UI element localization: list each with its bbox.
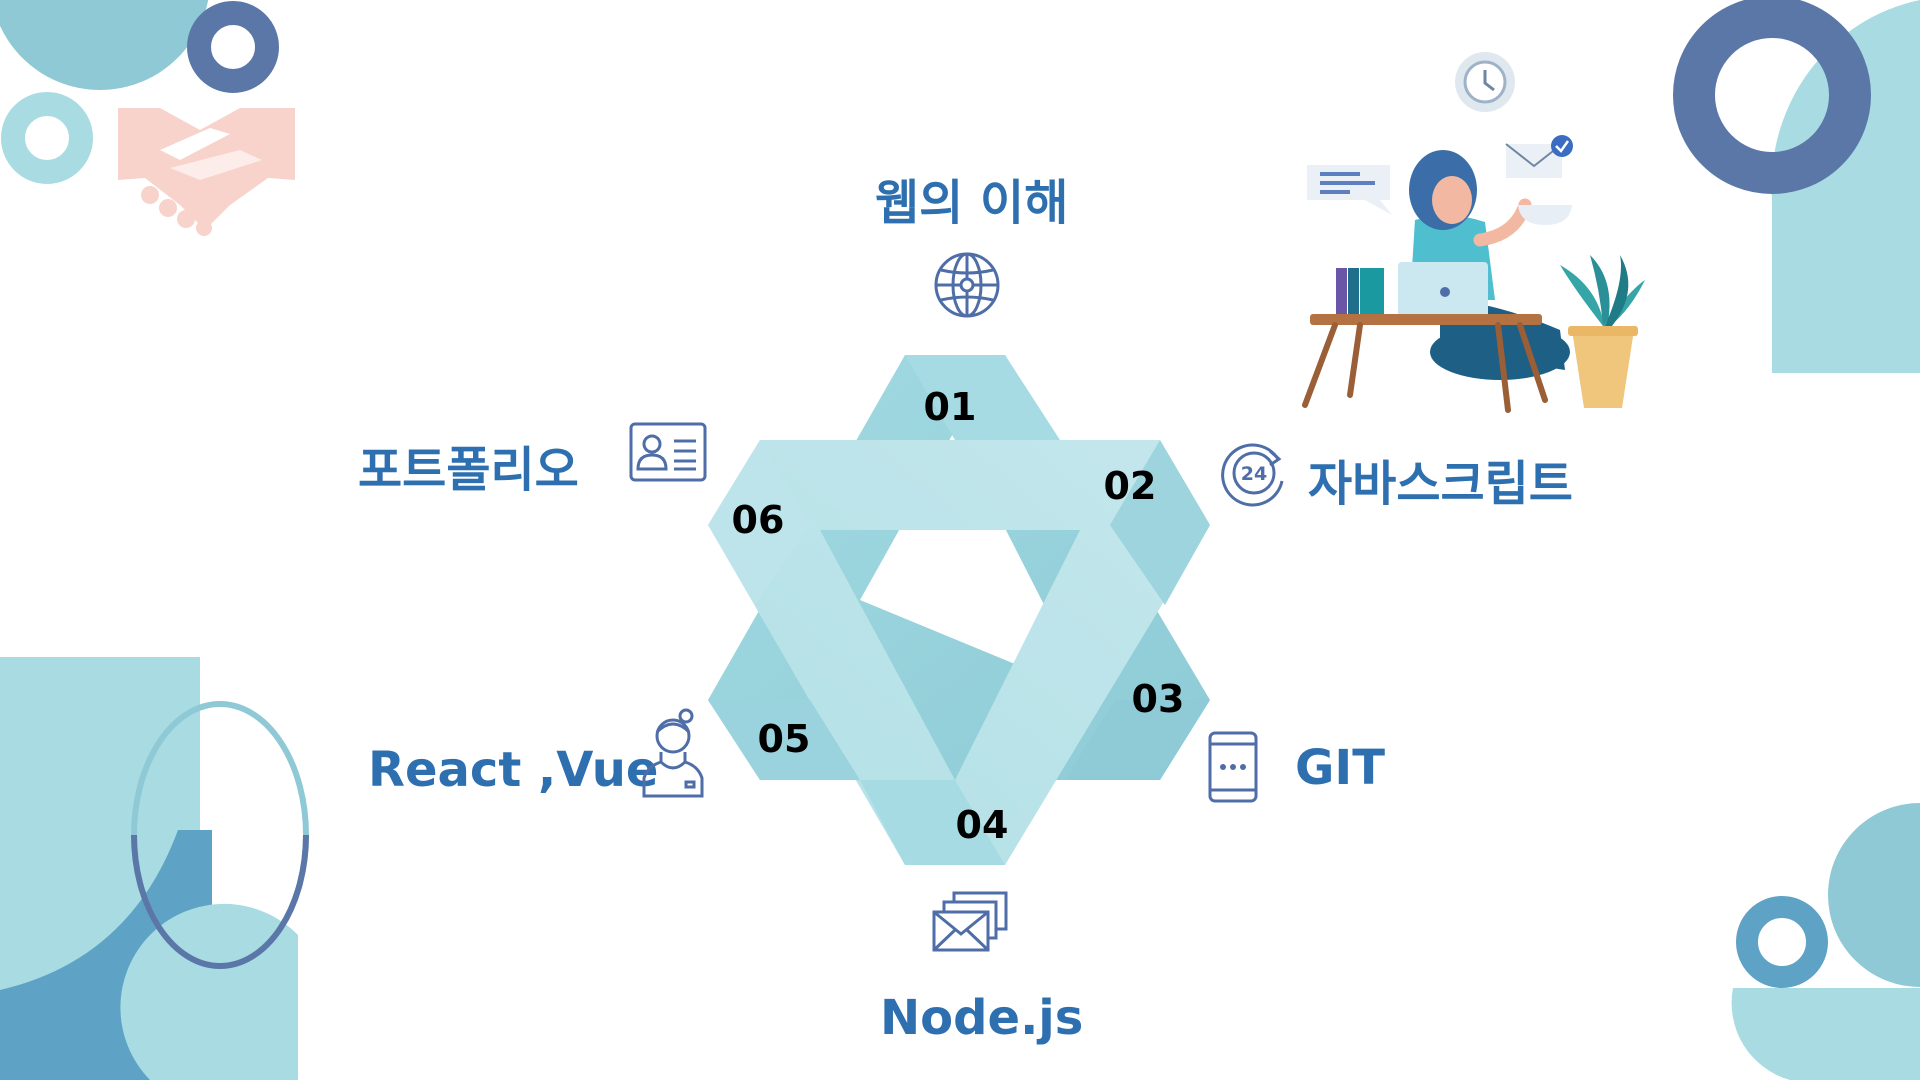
ribbon-fold-03 xyxy=(1065,700,1210,780)
segment-number-01: 01 xyxy=(923,385,977,429)
deco-teal-base-bottom-right xyxy=(1731,988,1920,1080)
deco-navy-ring-top-left xyxy=(187,1,279,93)
deco-teal-blob-top-left xyxy=(0,0,209,90)
books xyxy=(1336,268,1384,314)
segment-number-06: 06 xyxy=(731,498,785,542)
deco-navy-ring-top-right xyxy=(1673,0,1871,194)
potted-plant xyxy=(1560,255,1645,408)
id-card-icon xyxy=(629,422,707,482)
woman-face xyxy=(1432,176,1472,224)
svg-text:24: 24 xyxy=(1241,463,1267,485)
topic-label-05: React ,Vue xyxy=(368,742,659,798)
segment-number-04: 04 xyxy=(955,803,1009,847)
segment-number-03: 03 xyxy=(1131,677,1185,721)
laptop-logo xyxy=(1440,287,1450,297)
ribbon-fold-02 xyxy=(1110,440,1210,605)
topic-label-04: Node.js xyxy=(880,990,1084,1046)
handshake-illustration xyxy=(118,108,295,236)
24-hours-icon: 24 xyxy=(1221,443,1284,507)
topic-label-06: 포트폴리오 xyxy=(358,442,579,498)
segment-number-05: 05 xyxy=(757,717,811,761)
ribbon-fold-01 xyxy=(905,355,1060,440)
mail-stack-icon xyxy=(932,891,1008,952)
desk-legs xyxy=(1302,322,1548,413)
clock-icon xyxy=(1455,52,1515,112)
ribbon-triangle-down xyxy=(708,440,1210,865)
deco-teal-halfcircle-top-right xyxy=(1771,0,1920,373)
deco-teal-blob-bottom-right xyxy=(1828,803,1920,987)
deco-teal-ring-left xyxy=(1,92,93,184)
deco-teal-arc-bottom-left xyxy=(120,903,298,1080)
topic-label-03: GIT xyxy=(1295,740,1385,796)
globe-icon xyxy=(934,252,1000,318)
person-icon xyxy=(642,708,704,798)
segment-number-02: 02 xyxy=(1103,464,1157,508)
envelope-check-icon xyxy=(1505,135,1573,178)
ribbon-fold-05 xyxy=(708,700,860,780)
chat-bubble-icon xyxy=(1307,165,1392,215)
cup xyxy=(1518,205,1572,225)
deco-ring-bottom-left-dark-segment xyxy=(131,834,309,969)
deco-blue-ring-bottom-right xyxy=(1736,896,1828,988)
topic-label-02: 자바스크립트 xyxy=(1308,456,1573,512)
desk-top xyxy=(1310,314,1542,325)
topic-label-01: 웹의 이해 xyxy=(875,175,1069,231)
ribbon-fold-04 xyxy=(860,780,1005,865)
mobile-device-icon xyxy=(1208,731,1258,803)
ribbon-fold-06 xyxy=(708,440,810,605)
